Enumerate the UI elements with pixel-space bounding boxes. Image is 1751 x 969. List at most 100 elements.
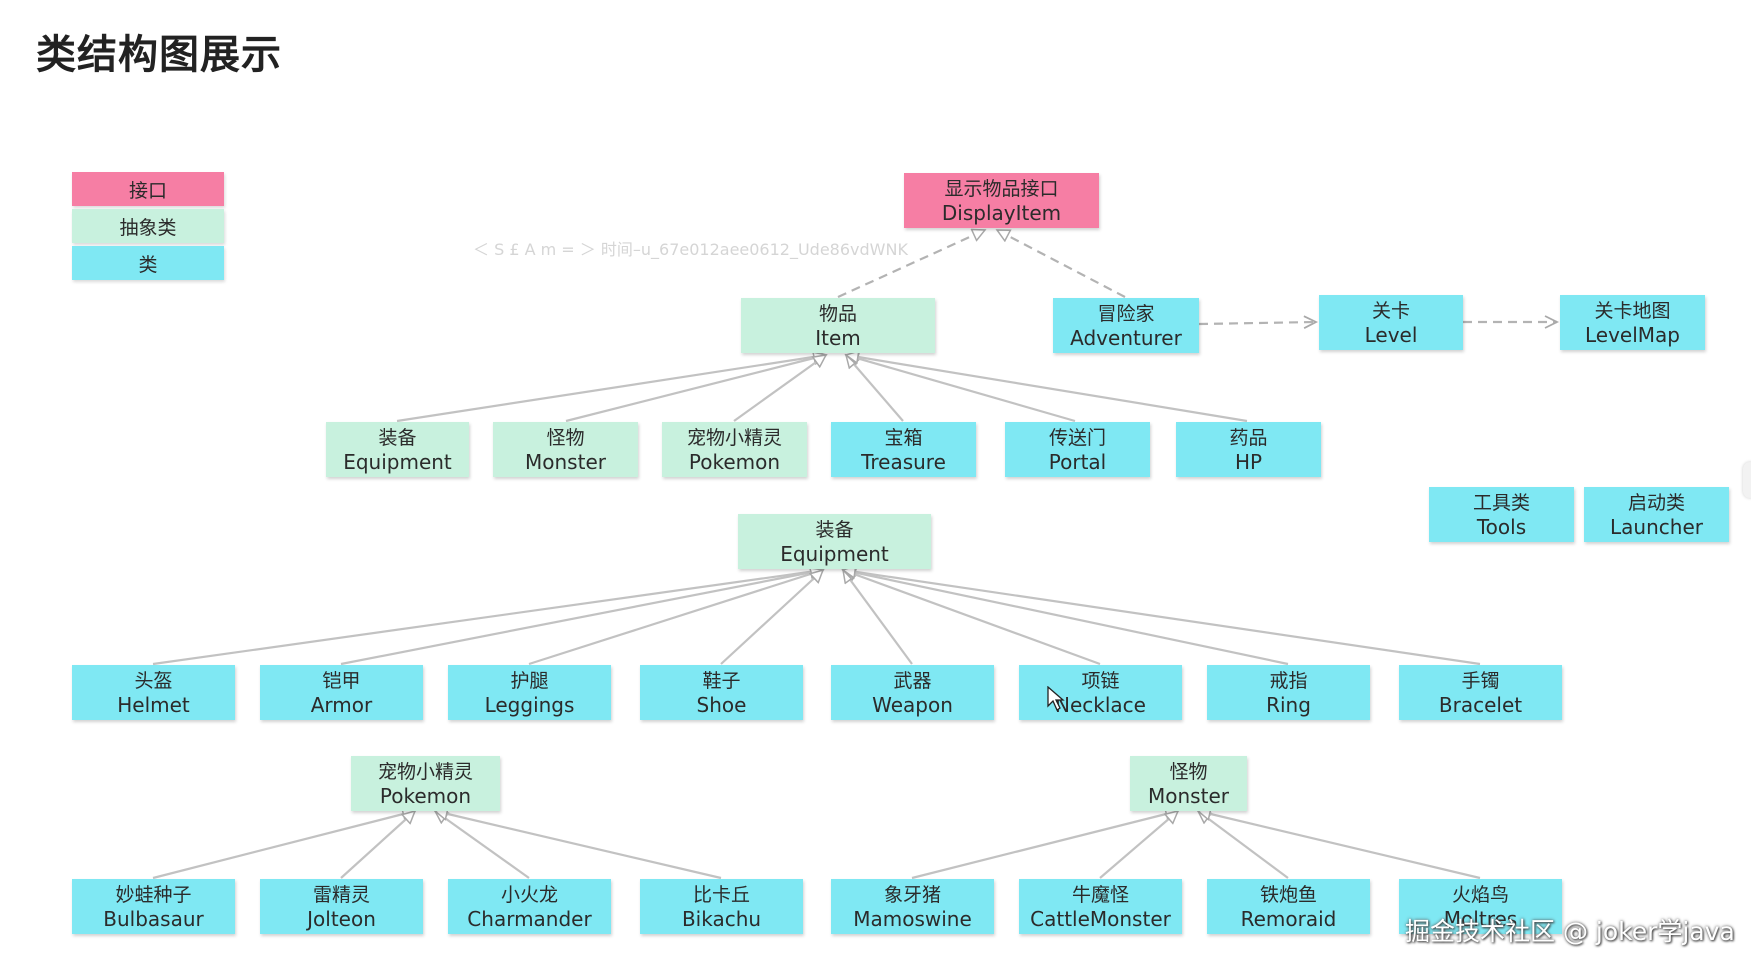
node-equipment-parent: 装备 Equipment	[738, 514, 931, 569]
node-label-en: Level	[1364, 322, 1418, 347]
node-label-en: CattleMonster	[1030, 906, 1171, 931]
node-label-en: Monster	[1148, 783, 1229, 808]
node-label-en: DisplayItem	[941, 200, 1062, 225]
side-panel-handle[interactable]	[1743, 462, 1751, 498]
edge-pokemon-item	[733, 355, 826, 422]
node-weapon: 武器 Weapon	[831, 665, 994, 720]
node-label-en: Bikachu	[681, 906, 762, 931]
edge-helmet-equipment	[152, 570, 823, 666]
node-label-en: Launcher	[1610, 514, 1703, 539]
node-label-en: LevelMap	[1585, 322, 1680, 347]
edge-remoraid-monster	[1198, 811, 1289, 879]
node-label-en: Charmander	[467, 906, 592, 931]
edge-moltres-monster	[1198, 811, 1481, 880]
edge-adventurer-level	[1198, 315, 1319, 330]
node-label-en: Equipment	[780, 541, 889, 566]
node-label-en: Shoe	[696, 692, 747, 717]
node-label-cn: 装备	[815, 518, 854, 541]
node-label-en: Bracelet	[1438, 692, 1523, 717]
edge-shoe-equipment	[720, 570, 823, 665]
node-label-cn: 护腿	[510, 669, 549, 692]
node-treasure: 宝箱 Treasure	[831, 422, 976, 477]
node-pokemon: 宠物小精灵 Pokemon	[662, 422, 807, 477]
edge-adventurer-displayitem	[997, 229, 1126, 298]
node-label-en: HP	[1234, 449, 1263, 474]
node-shoe: 鞋子 Shoe	[640, 665, 803, 720]
edge-equipment-item	[396, 355, 826, 423]
node-label-cn: 小火龙	[500, 883, 558, 906]
node-adventurer: 冒险家 Adventurer	[1053, 298, 1199, 353]
edge-weapon-equipment	[843, 570, 913, 665]
node-label-en: Equipment	[343, 449, 452, 474]
node-label-cn: 比卡丘	[692, 883, 750, 906]
node-portal: 传送门 Portal	[1005, 422, 1150, 477]
node-label-en: Item	[815, 325, 861, 350]
node-label-cn: 鞋子	[702, 669, 741, 692]
node-label-cn: 象牙猪	[883, 883, 941, 906]
edge-jolteon-pokemon	[340, 811, 415, 879]
node-label-cn: 关卡地图	[1594, 299, 1671, 322]
node-label-en: Portal	[1048, 449, 1107, 474]
node-label-cn: 冒险家	[1097, 302, 1155, 325]
node-remoraid: 铁炮鱼 Remoraid	[1207, 879, 1370, 934]
node-label-en: Weapon	[872, 692, 953, 717]
credit-watermark: 掘金技术社区 @ joker学java	[1405, 917, 1735, 946]
node-monster: 怪物 Monster	[493, 422, 638, 477]
edge-charmander-pokemon	[435, 811, 530, 879]
node-label-en: Leggings	[484, 692, 575, 717]
edge-cattlemonster-monster	[1099, 811, 1178, 879]
legend-abstract: 抽象类	[72, 209, 224, 243]
node-label-cn: 雷精灵	[312, 883, 370, 906]
node-label-cn: 怪物	[1169, 760, 1208, 783]
node-label-en: Bulbasaur	[103, 906, 204, 931]
node-monster-parent: 怪物 Monster	[1130, 756, 1247, 811]
node-label-cn: 宠物小精灵	[686, 426, 782, 449]
node-label-cn: 妙蛙种子	[115, 883, 192, 906]
node-necklace: 项链 Necklace	[1019, 665, 1182, 720]
node-label-en: Remoraid	[1240, 906, 1337, 931]
edge-bulbasaur-pokemon	[152, 811, 415, 880]
node-label-cn: 牛魔怪	[1071, 883, 1129, 906]
node-armor: 铠甲 Armor	[260, 665, 423, 720]
node-label-cn: 武器	[893, 669, 932, 692]
node-hp: 药品 HP	[1176, 422, 1321, 477]
edge-necklace-equipment	[843, 570, 1101, 666]
node-label-cn: 物品	[818, 302, 857, 325]
node-label-en: Monster	[525, 449, 606, 474]
node-levelmap: 关卡地图 LevelMap	[1560, 295, 1705, 350]
node-label-en: Pokemon	[688, 449, 781, 474]
node-label-cn: 宝箱	[884, 426, 923, 449]
edge-item-displayitem	[837, 230, 985, 299]
node-item: 物品 Item	[741, 298, 935, 353]
node-label-cn: 传送门	[1048, 426, 1106, 449]
node-label-en: Necklace	[1055, 692, 1146, 717]
node-label-en: Tools	[1476, 514, 1527, 539]
edge-leggings-equipment	[528, 570, 823, 666]
watermark-text: ＜ S £ A m = ＞ 时间–u_67e012aee0612_Ude86vd…	[473, 240, 908, 259]
edge-hp-item	[846, 355, 1248, 423]
edge-bikachu-pokemon	[435, 811, 722, 880]
mouse-cursor-icon	[1047, 686, 1065, 711]
node-label-cn: 工具类	[1472, 491, 1530, 514]
node-label-en: Armor	[310, 692, 373, 717]
node-label-en: Mamoswine	[853, 906, 972, 931]
node-label-en: Moltres	[1443, 906, 1518, 931]
node-label-en: Treasure	[861, 449, 946, 474]
legend-class: 类	[72, 246, 224, 280]
node-label-cn: 怪物	[546, 426, 585, 449]
node-moltres: 火焰鸟 Moltres	[1399, 879, 1562, 934]
node-bracelet: 手镯 Bracelet	[1399, 665, 1562, 720]
node-mamoswine: 象牙猪 Mamoswine	[831, 879, 994, 934]
node-charmander: 小火龙 Charmander	[448, 879, 611, 934]
edge-ring-equipment	[843, 570, 1289, 666]
page-title: 类结构图展示	[36, 32, 282, 78]
node-label-en: Adventurer	[1070, 325, 1182, 350]
node-label-cn: 显示物品接口	[944, 177, 1059, 200]
node-label-cn: 项链	[1081, 669, 1120, 692]
node-label-en: Jolteon	[307, 906, 376, 931]
node-pokemon-parent: 宠物小精灵 Pokemon	[351, 756, 500, 811]
node-tools: 工具类 Tools	[1429, 487, 1574, 542]
node-label-en: Pokemon	[379, 783, 472, 808]
edge-mamoswine-monster	[911, 811, 1178, 880]
